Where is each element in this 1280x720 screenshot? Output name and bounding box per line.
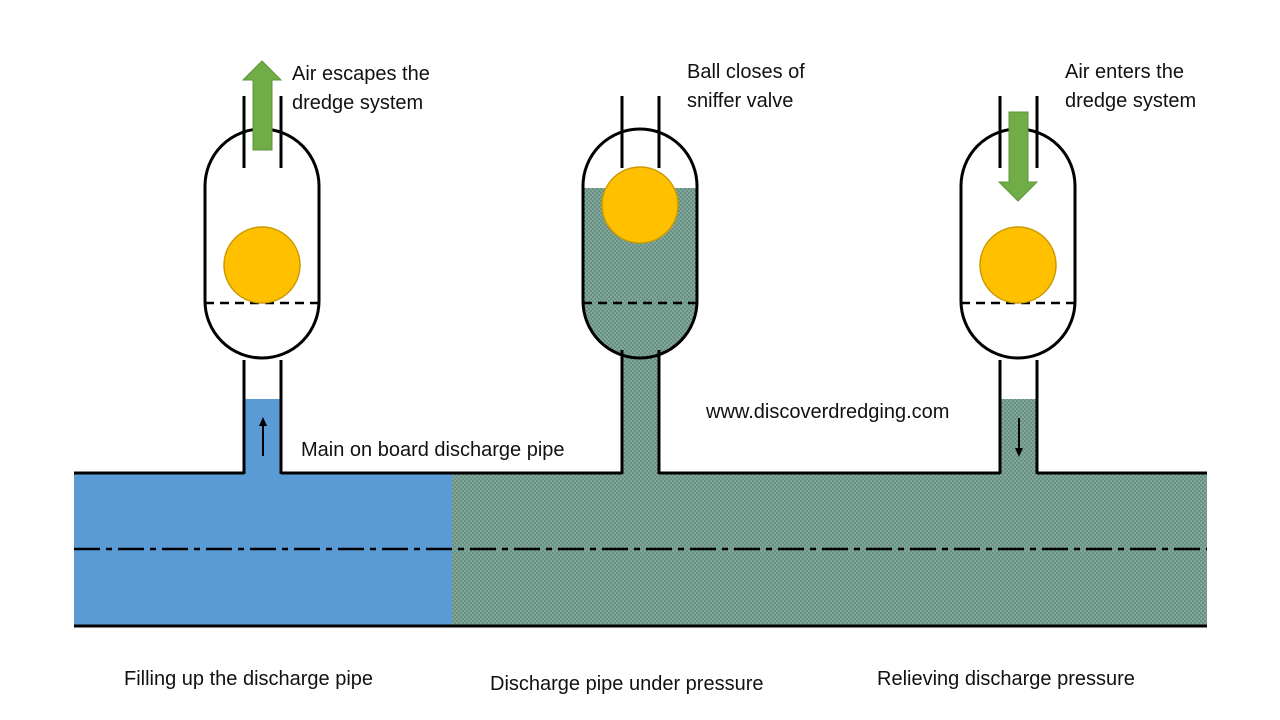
middle-branch-mixture — [622, 350, 659, 475]
caption-relieving: Relieving discharge pressure — [877, 668, 1135, 690]
label-ball-closes: Ball closes of sniffer valve — [687, 58, 805, 116]
arrow-up-icon — [259, 417, 267, 456]
valve-ball-middle — [601, 166, 679, 244]
label-air-escapes-line1: Air escapes the — [292, 63, 430, 85]
air-out-arrow — [241, 60, 283, 151]
air-in-arrow — [997, 111, 1039, 202]
caption-pressure: Discharge pipe under pressure — [490, 673, 764, 695]
arrow-down-icon — [1015, 418, 1023, 457]
caption-filling: Filling up the discharge pipe — [124, 668, 374, 690]
valve-chamber-right — [959, 127, 1077, 360]
main-pipe-outline — [74, 471, 1207, 628]
valve-ball-right — [979, 226, 1057, 304]
valve-ball-left — [223, 226, 301, 304]
label-ball-closes-line2: sniffer valve — [687, 90, 794, 112]
label-air-enters: Air enters the dredge system — [1065, 58, 1196, 116]
label-website: www.discoverdredging.com — [706, 401, 950, 423]
label-air-escapes: Air escapes the dredge system — [292, 60, 430, 118]
valve-chamber-left — [203, 127, 321, 360]
label-main-pipe: Main on board discharge pipe — [301, 439, 565, 461]
label-ball-closes-line1: Ball closes of — [687, 61, 805, 83]
valve-chamber-middle — [581, 127, 699, 360]
label-air-enters-line2: dredge system — [1065, 90, 1197, 112]
label-air-escapes-line2: dredge system — [292, 92, 424, 114]
branch-pipes — [242, 350, 1039, 474]
label-air-enters-line1: Air enters the — [1065, 61, 1184, 83]
